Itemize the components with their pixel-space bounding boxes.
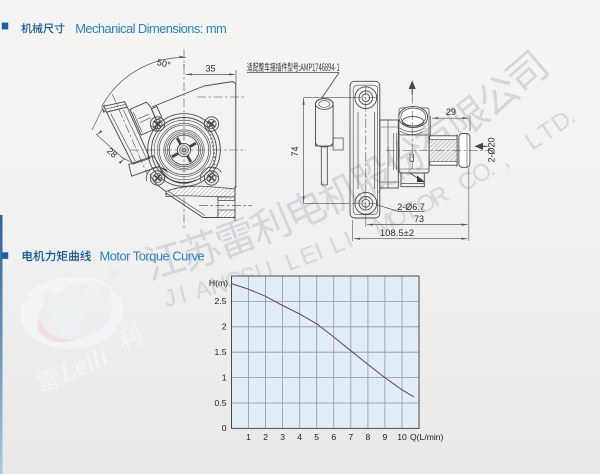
svg-text:7: 7 [348, 432, 353, 442]
svg-text:28: 28 [105, 146, 119, 160]
svg-text:I: I [176, 281, 189, 309]
svg-text:H(m): H(m) [209, 278, 228, 288]
svg-text:9: 9 [383, 432, 388, 442]
svg-text:4: 4 [297, 432, 302, 442]
svg-text:73: 73 [414, 214, 424, 224]
svg-text:Q(L/min): Q(L/min) [410, 432, 444, 442]
svg-text:2-Ø6.7: 2-Ø6.7 [397, 202, 425, 212]
svg-text:35: 35 [205, 64, 215, 74]
svg-text:J: J [161, 284, 179, 313]
svg-text:108.5±2: 108.5±2 [380, 228, 414, 239]
svg-text:0: 0 [222, 423, 227, 433]
svg-text:,: , [494, 147, 514, 173]
svg-text:74: 74 [290, 146, 300, 156]
svg-text:R: R [112, 271, 117, 277]
svg-text:0.5: 0.5 [215, 398, 227, 408]
svg-text:10: 10 [397, 432, 407, 442]
svg-text:2: 2 [222, 322, 227, 332]
svg-text:3: 3 [280, 432, 285, 442]
svg-text:2-Ø20: 2-Ø20 [487, 137, 497, 162]
svg-text:29: 29 [446, 107, 456, 117]
svg-text:5: 5 [314, 432, 319, 442]
svg-text:1: 1 [246, 432, 251, 442]
svg-text:50°: 50° [156, 57, 172, 70]
svg-text:A: A [192, 275, 214, 305]
svg-text:Mechanical Dimensions: mm: Mechanical Dimensions: mm [75, 21, 226, 36]
svg-text:2.5: 2.5 [215, 296, 227, 306]
svg-text:1: 1 [222, 372, 227, 382]
svg-text:Motor Torque Curve: Motor Torque Curve [100, 248, 205, 263]
svg-text:8: 8 [366, 432, 371, 442]
svg-text:6: 6 [331, 432, 336, 442]
svg-text:2: 2 [263, 432, 268, 442]
svg-text:1.5: 1.5 [215, 347, 227, 357]
